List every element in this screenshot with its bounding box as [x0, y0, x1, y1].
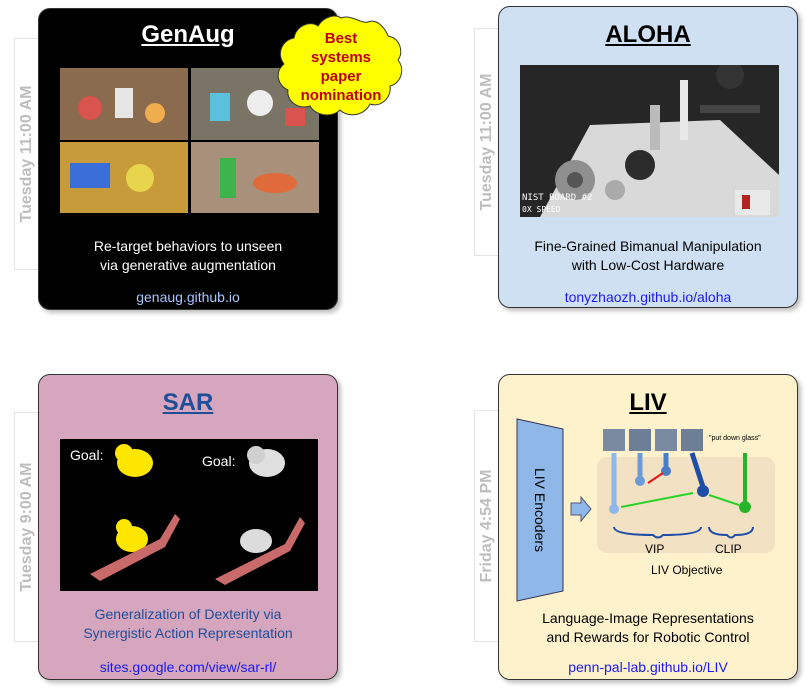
- liv-diagram: LIV Encoders "put down glass" VIP CLIP L…: [513, 415, 795, 605]
- card-title-liv[interactable]: LIV: [629, 389, 667, 416]
- vip-label: VIP: [645, 542, 665, 556]
- badge-burst-shape: [277, 15, 403, 116]
- liv-objective-label: LIV Objective: [651, 563, 723, 577]
- time-label: Friday 4:54 PM: [478, 469, 495, 583]
- liv-prompt: "put down glass": [709, 435, 761, 442]
- time-label: Tuesday 11:00 AM: [18, 85, 35, 223]
- aloha-video-caption: NIST BOARD #2: [522, 193, 593, 203]
- card-link-aloha[interactable]: tonyzhaozh.github.io/aloha: [564, 289, 732, 305]
- card-title-genaug[interactable]: GenAug: [141, 21, 235, 48]
- card-subtitle-liv: Language-Image Representations and Rewar…: [542, 610, 754, 645]
- time-tag-aloha: Tuesday 11:00 AM: [474, 28, 500, 256]
- aloha-video-frame: NIST BOARD #2 0X SPEED: [520, 65, 779, 217]
- goal-label-right: Goal:: [202, 453, 236, 469]
- card-sar: SAR Goal: Goal: Generalization of Dexter…: [38, 374, 338, 680]
- time-tag-genaug: Tuesday 11:00 AM: [14, 38, 40, 270]
- aloha-video-speed: 0X SPEED: [522, 205, 561, 214]
- liv-encoder-label: LIV Encoders: [532, 467, 548, 553]
- sar-image: Goal: Goal:: [60, 439, 318, 591]
- card-link-genaug[interactable]: genaug.github.io: [136, 289, 240, 305]
- card-title-sar[interactable]: SAR: [162, 389, 214, 416]
- time-label: Tuesday 11:00 AM: [478, 73, 495, 211]
- best-paper-badge: Best systems paper nomination: [276, 14, 406, 120]
- card-liv: LIV LIV Encoders "put dow: [498, 374, 798, 680]
- time-tag-liv: Friday 4:54 PM: [474, 410, 500, 642]
- card-link-liv[interactable]: penn-pal-lab.github.io/LIV: [568, 659, 728, 675]
- card-link-sar[interactable]: sites.google.com/view/sar-rl/: [99, 659, 277, 675]
- time-tag-sar: Tuesday 9:00 AM: [14, 412, 40, 642]
- card-subtitle-aloha: Fine-Grained Bimanual Manipulation with …: [534, 238, 762, 273]
- badge-text: Best systems paper nomination: [300, 30, 382, 104]
- time-label: Tuesday 9:00 AM: [18, 462, 35, 592]
- card-subtitle-sar: Generalization of Dexterity via Synergis…: [83, 606, 293, 641]
- card-aloha: ALOHA NIST BOARD #2 0X SPEED Fine-Graine…: [498, 6, 798, 308]
- goal-label-left: Goal:: [70, 447, 104, 463]
- card-subtitle-genaug: Re-target behaviors to unseen via genera…: [93, 238, 283, 273]
- card-title-aloha[interactable]: ALOHA: [605, 21, 691, 48]
- clip-label: CLIP: [715, 542, 742, 556]
